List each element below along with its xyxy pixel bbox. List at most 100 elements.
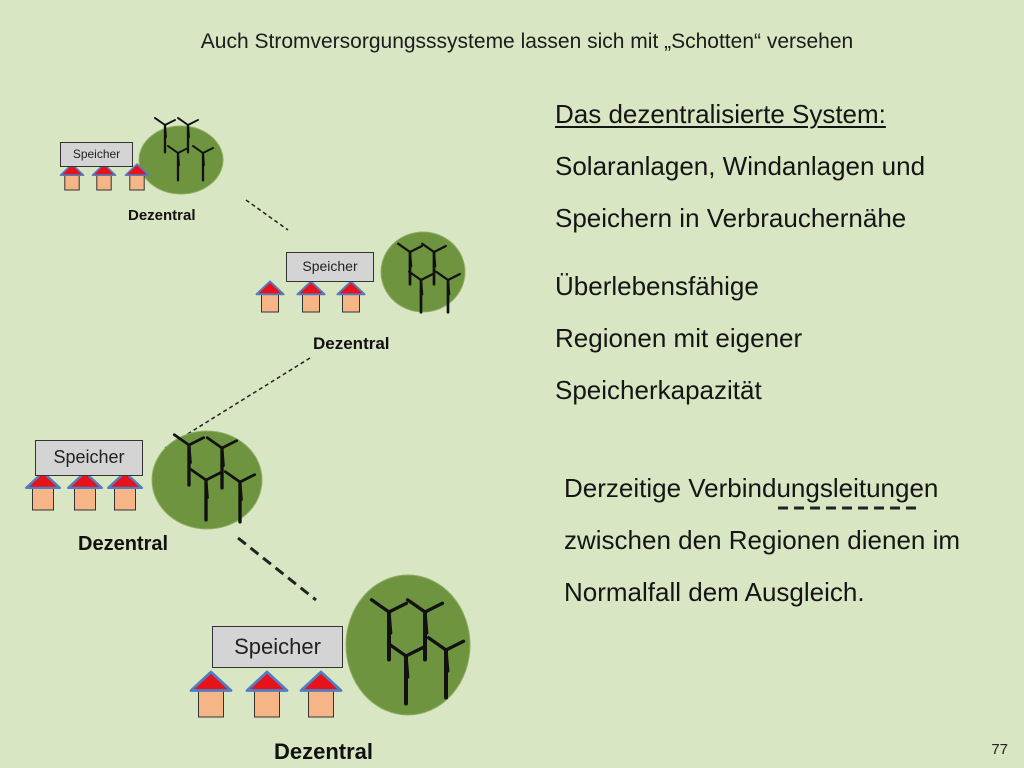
survivable-line-1: Überlebensfähige: [555, 271, 759, 301]
slide-title: Auch Stromversorgungsssysteme lassen sic…: [200, 30, 854, 53]
wind-turbine-icon: [223, 470, 257, 524]
storage-box: Speicher: [212, 626, 343, 668]
turbine-blade: [202, 152, 205, 167]
connection-line-3: [237, 536, 317, 602]
house-roof: [25, 471, 61, 490]
region-label-dezentral: Dezentral: [274, 739, 374, 764]
house-roof: [59, 163, 85, 176]
wind-turbine-icon: [405, 598, 445, 662]
page-number: 77: [991, 741, 1008, 758]
house-body: [32, 486, 54, 511]
turbine-blade: [220, 439, 239, 450]
house-icon: [336, 280, 366, 313]
storage-box: Speicher: [60, 142, 133, 167]
house-icon: [25, 471, 61, 511]
region-group: [255, 231, 466, 314]
turbine-blade: [420, 242, 436, 254]
wind-turbine-icon: [166, 145, 190, 182]
house-body: [129, 173, 145, 191]
turbine-blade: [446, 278, 451, 296]
house-icon: [59, 163, 85, 191]
turbine-blade: [187, 124, 190, 139]
turbine-blade: [187, 436, 206, 447]
turbine-blade: [387, 610, 393, 635]
turbine-blade: [202, 147, 215, 154]
house-roof: [255, 280, 285, 296]
hill-shape: [138, 125, 224, 195]
turbine-blade: [204, 478, 209, 500]
turbine-blade: [205, 436, 224, 450]
house-icon: [245, 670, 289, 718]
house-roof: [67, 471, 103, 490]
turbine-blade: [444, 639, 466, 652]
house-icon: [299, 670, 343, 718]
house-icon: [189, 670, 233, 718]
turbine-blade: [434, 270, 450, 282]
turbine-blade: [187, 119, 200, 126]
system-line-1: Solaranlagen, Windanlagen und: [555, 151, 926, 181]
turbine-blade: [408, 244, 424, 254]
turbine-blade: [238, 473, 257, 484]
house-roof: [296, 280, 326, 296]
connection-line-1: [245, 199, 289, 231]
house-icon: [91, 163, 117, 191]
region-label-dezentral: Dezentral: [313, 334, 390, 353]
region-group: [59, 117, 224, 195]
storage-box: Speicher: [286, 252, 374, 282]
turbine-blade: [426, 636, 448, 652]
turbine-blade: [153, 117, 166, 126]
house-roof: [189, 670, 233, 692]
system-line-2: Speichern in Verbrauchernähe: [555, 203, 907, 233]
wind-turbine-icon: [426, 636, 466, 700]
wind-turbine-icon: [153, 117, 177, 154]
house-body: [254, 689, 280, 718]
turbine-blade: [444, 648, 450, 673]
turbine-blade: [191, 145, 204, 154]
connections-line-1: Derzeitige Verbindungsleitungen: [564, 473, 939, 503]
survivable-line-2: Regionen mit eigener: [555, 323, 803, 353]
house-roof: [107, 471, 143, 490]
wind-turbine-icon: [386, 642, 426, 706]
turbine-blade: [177, 147, 190, 154]
region-label-dezentral: Dezentral: [78, 533, 169, 555]
connections-line-2: zwischen den Regionen dienen im: [564, 525, 961, 555]
system-heading: Das dezentralisierte System:: [555, 99, 886, 129]
house-body: [96, 173, 112, 191]
house-icon: [255, 280, 285, 313]
region-label-dezentral: Dezentral: [128, 207, 196, 224]
turbine-blade: [369, 598, 391, 614]
wind-turbine-icon: [172, 433, 206, 487]
house-body: [302, 292, 320, 313]
house-body: [261, 292, 279, 313]
turbine-blade: [419, 278, 424, 296]
turbine-blade: [432, 250, 437, 268]
house-body: [114, 486, 136, 511]
hill-shape: [380, 231, 466, 313]
turbine-blade: [423, 601, 445, 614]
turbine-blade: [164, 119, 177, 126]
turbine-blade: [408, 250, 413, 268]
wind-turbine-icon: [369, 598, 409, 662]
turbine-blade: [404, 645, 426, 658]
house-body: [64, 173, 80, 191]
house-icon: [67, 471, 103, 511]
survivable-regions-text: Überlebensfähige Regionen mit eigener Sp…: [555, 260, 802, 416]
house-body: [342, 292, 360, 313]
turbine-blade: [204, 471, 223, 482]
house-roof: [124, 163, 150, 176]
decentral-system-text: Das dezentralisierte System: Solaranlage…: [555, 88, 925, 244]
turbine-blade: [432, 244, 448, 254]
hill-shape: [345, 574, 471, 716]
turbine-blade: [176, 117, 189, 126]
house-icon: [296, 280, 326, 313]
house-roof: [336, 280, 366, 296]
region-group: [25, 430, 263, 530]
house-body: [198, 689, 224, 718]
turbine-blade: [386, 642, 408, 658]
wind-turbine-icon: [407, 270, 435, 314]
house-icon: [107, 471, 143, 511]
connections-text: Derzeitige Verbindungsleitungen zwischen…: [564, 462, 960, 618]
turbine-blade: [405, 598, 427, 614]
turbine-blade: [223, 470, 242, 484]
